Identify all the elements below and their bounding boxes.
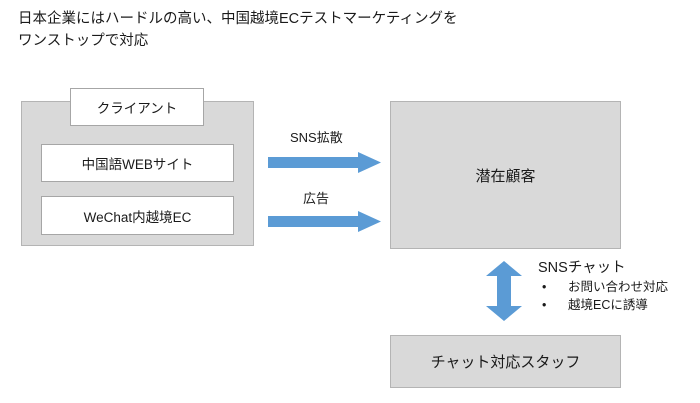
box-prospects: 潜在顧客 — [390, 101, 621, 249]
box-prospects-label: 潜在顧客 — [475, 167, 536, 185]
box-chinese-website: 中国語WEBサイト — [41, 144, 234, 182]
arrow-right-ad-icon — [268, 211, 381, 232]
arrow-double-vertical-icon — [486, 261, 522, 321]
bullet-icon: • — [542, 298, 547, 312]
box-chat-staff-label: チャット対応スタッフ — [430, 354, 581, 371]
chat-description: SNSチャット • お問い合わせ対応 • 越境ECに誘導 — [538, 258, 698, 314]
arrow-label-sns: SNS拡散 — [290, 130, 343, 145]
box-chat-staff: チャット対応スタッフ — [390, 335, 621, 388]
list-item: • お問い合わせ対応 — [538, 278, 698, 296]
box-chinese-website-label: 中国語WEBサイト — [81, 157, 194, 172]
box-client: クライアント — [70, 88, 204, 126]
list-item-label: お問い合わせ対応 — [568, 280, 669, 294]
chat-bullet-list: • お問い合わせ対応 • 越境ECに誘導 — [538, 278, 698, 314]
chat-heading: SNSチャット — [538, 260, 626, 276]
list-item-label: 越境ECに誘導 — [568, 298, 648, 312]
bullet-icon: • — [542, 280, 547, 294]
arrow-label-ad: 広告 — [303, 191, 330, 206]
box-client-label: クライアント — [96, 101, 178, 116]
box-wechat-ec-label: WeChat内越境EC — [83, 209, 192, 225]
box-wechat-ec: WeChat内越境EC — [41, 196, 234, 235]
arrow-right-sns-icon — [268, 152, 381, 173]
list-item: • 越境ECに誘導 — [538, 296, 698, 314]
page-title: 日本企業にはハードルの高い、中国越境ECテストマーケティングを ワンストップで対… — [18, 11, 458, 49]
